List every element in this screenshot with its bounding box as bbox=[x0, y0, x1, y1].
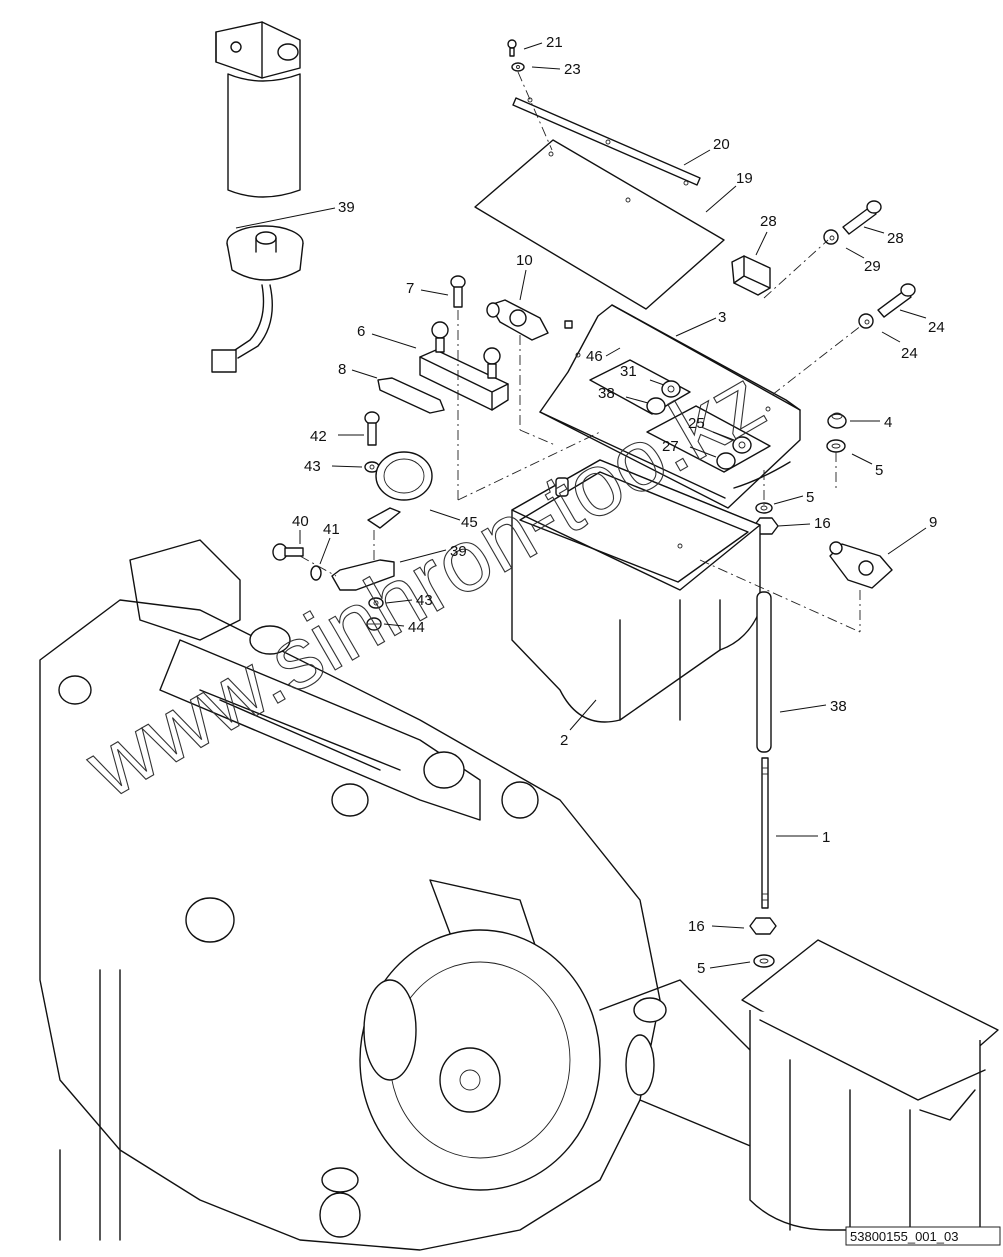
callout-18[interactable]: 19 bbox=[736, 170, 753, 187]
battery-2[interactable] bbox=[511, 459, 761, 723]
callout-10[interactable]: 10 bbox=[516, 252, 533, 269]
callout-19[interactable]: 20 bbox=[713, 136, 730, 153]
engine-illustration bbox=[39, 539, 961, 1251]
washer-28-b[interactable] bbox=[661, 380, 681, 398]
callout-26[interactable]: 28 bbox=[760, 213, 777, 230]
callout-44[interactable]: 44 bbox=[408, 619, 425, 636]
callout-5-c[interactable]: 5 bbox=[697, 960, 705, 977]
washer-24-b[interactable] bbox=[732, 436, 752, 454]
callout-24[interactable]: 24 bbox=[901, 345, 918, 362]
filter-bowl-31[interactable] bbox=[211, 225, 304, 373]
reference-code-box: 53800155_001_03 bbox=[845, 1226, 1001, 1246]
clamp-45[interactable] bbox=[367, 451, 433, 529]
washer-24[interactable] bbox=[858, 313, 874, 329]
screw-20[interactable] bbox=[507, 39, 517, 57]
callout-4[interactable]: 4 bbox=[884, 414, 892, 431]
callouts: 21 23 20 19 28 28 29 24 24 39 10 7 6 8 4… bbox=[235, 34, 945, 977]
washer-41[interactable] bbox=[310, 565, 322, 581]
clip-26[interactable] bbox=[731, 255, 771, 296]
callout-43[interactable]: 43 bbox=[304, 458, 321, 475]
bolt-27[interactable] bbox=[842, 200, 882, 235]
reference-code: 53800155_001_03 bbox=[850, 1229, 958, 1244]
washer-43-b[interactable] bbox=[368, 597, 384, 609]
callout-23[interactable]: 24 bbox=[928, 319, 945, 336]
link-plate-8[interactable] bbox=[377, 377, 445, 414]
callout-8[interactable]: 8 bbox=[338, 361, 346, 378]
callout-9[interactable]: 9 bbox=[929, 514, 937, 531]
positive-battery-clamp-10[interactable] bbox=[486, 299, 549, 341]
washer-21[interactable] bbox=[511, 62, 525, 72]
callout-29[interactable]: 38 bbox=[598, 385, 615, 402]
callout-28[interactable]: 29 bbox=[864, 258, 881, 275]
callout-5[interactable]: 5 bbox=[875, 462, 883, 479]
callout-5-b[interactable]: 5 bbox=[806, 489, 814, 506]
callout-7[interactable]: 7 bbox=[406, 280, 414, 297]
callout-43-b[interactable]: 43 bbox=[416, 592, 433, 609]
screw-40[interactable] bbox=[272, 543, 304, 561]
callout-6[interactable]: 6 bbox=[357, 323, 365, 340]
nut-16-b[interactable] bbox=[749, 917, 777, 935]
callout-3[interactable]: 3 bbox=[718, 309, 726, 326]
hold-down-bracket-3[interactable] bbox=[539, 304, 801, 509]
clip-nut-46[interactable] bbox=[564, 320, 573, 329]
terminal-block-6[interactable] bbox=[419, 321, 509, 411]
callout-31[interactable]: 39 bbox=[338, 199, 355, 216]
callout-20[interactable]: 21 bbox=[546, 34, 563, 51]
washer-5-b[interactable] bbox=[755, 502, 773, 514]
fuel-filter-illustration bbox=[215, 21, 301, 198]
washer-5-c[interactable] bbox=[753, 954, 775, 968]
nut-29[interactable] bbox=[646, 397, 666, 415]
callout-2[interactable]: 2 bbox=[560, 732, 568, 749]
callout-46[interactable]: 46 bbox=[586, 348, 603, 365]
callout-24-b[interactable]: 25 bbox=[688, 415, 705, 432]
callout-42[interactable]: 42 bbox=[310, 428, 327, 445]
tie-rod-1[interactable] bbox=[761, 757, 769, 909]
callout-25[interactable]: 27 bbox=[662, 438, 679, 455]
washer-5[interactable] bbox=[826, 439, 846, 453]
nut-25[interactable] bbox=[716, 452, 736, 470]
assembly-lines bbox=[299, 71, 863, 633]
sleeve-38[interactable] bbox=[756, 591, 772, 753]
callout-28-b[interactable]: 31 bbox=[620, 363, 637, 380]
battery-assembled-illustration bbox=[741, 939, 999, 1231]
callout-16[interactable]: 16 bbox=[814, 515, 831, 532]
callout-45[interactable]: 45 bbox=[461, 514, 478, 531]
nut-44[interactable] bbox=[366, 617, 382, 631]
strip-19[interactable] bbox=[512, 97, 701, 186]
callout-16-b[interactable]: 16 bbox=[688, 918, 705, 935]
callout-41[interactable]: 41 bbox=[323, 521, 340, 538]
screw-7[interactable] bbox=[450, 275, 466, 308]
negative-battery-clamp-9[interactable] bbox=[829, 541, 893, 589]
screw-42[interactable] bbox=[364, 411, 380, 446]
callout-40[interactable]: 40 bbox=[292, 513, 309, 530]
bracket-39[interactable] bbox=[331, 559, 395, 591]
callout-1[interactable]: 1 bbox=[822, 829, 830, 846]
callout-27[interactable]: 28 bbox=[887, 230, 904, 247]
callout-21[interactable]: 23 bbox=[564, 61, 581, 78]
cover-plate-18[interactable] bbox=[474, 139, 725, 310]
bolt-23[interactable] bbox=[877, 283, 916, 318]
cap-4[interactable] bbox=[827, 412, 847, 429]
